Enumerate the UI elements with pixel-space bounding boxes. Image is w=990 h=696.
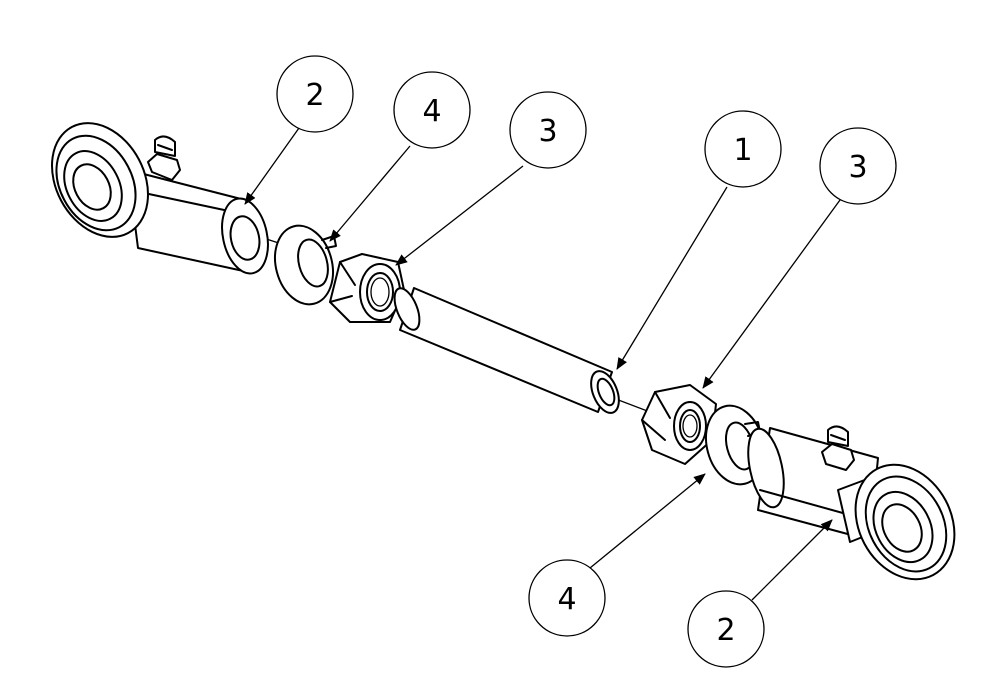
balloon-lock-washer-left: 4 <box>393 71 471 149</box>
jam-nut-left <box>329 253 405 323</box>
lock-washer-left <box>274 224 337 306</box>
leader-lines <box>244 127 841 601</box>
svg-text:4: 4 <box>557 582 576 617</box>
svg-text:1: 1 <box>733 133 752 168</box>
svg-text:3: 3 <box>848 150 867 185</box>
grease-fitting-left <box>147 135 181 181</box>
rod-end-left <box>51 122 269 275</box>
balloon-jam-nut-left: 3 <box>509 91 587 169</box>
balloon-rod-end-right: 2 <box>687 590 765 668</box>
svg-text:3: 3 <box>538 114 557 149</box>
svg-text:4: 4 <box>422 94 441 129</box>
jam-nut-right <box>641 384 717 465</box>
balloon-rod-end-left: 2 <box>276 55 354 133</box>
balloon-tube: 1 <box>704 110 782 188</box>
balloon-jam-nut-right: 3 <box>819 127 897 205</box>
svg-text:2: 2 <box>716 613 735 648</box>
svg-text:2: 2 <box>305 78 324 113</box>
balloon-lock-washer-right: 4 <box>528 559 606 637</box>
grease-fitting-right <box>821 425 855 471</box>
tube <box>393 287 620 414</box>
rod-end-right <box>747 425 956 581</box>
